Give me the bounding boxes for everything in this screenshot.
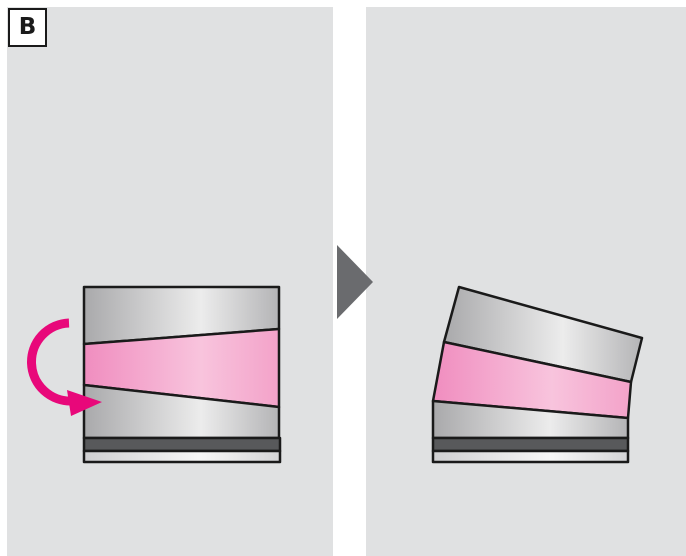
- step-label: B: [8, 8, 47, 47]
- base-band-dark: [82, 436, 282, 453]
- stack-after: [431, 285, 644, 464]
- base-band-dark: [431, 436, 630, 453]
- stack-before: [82, 285, 282, 464]
- base-band-light: [82, 449, 282, 464]
- base-band-light: [431, 449, 630, 464]
- curved-arrow-icon: [27, 318, 102, 416]
- left-panel-before: [7, 7, 333, 556]
- right-panel-after: [366, 7, 686, 556]
- chevron-right-icon: [337, 245, 373, 319]
